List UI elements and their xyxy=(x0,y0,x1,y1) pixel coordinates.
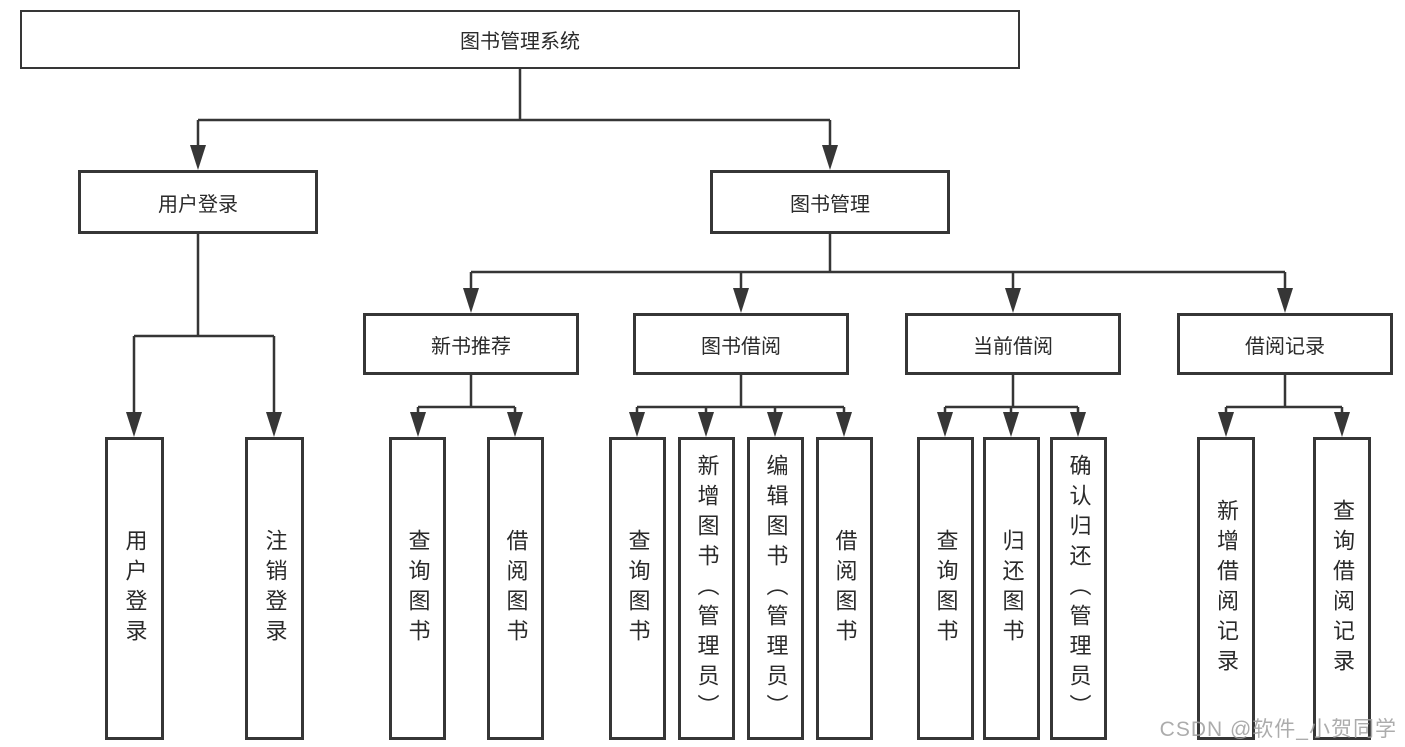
leaf-borrow-books: 借阅图书 xyxy=(816,437,873,740)
leaf-query-books-current: 查询图书 xyxy=(917,437,974,740)
node-borrowing-records: 借阅记录 xyxy=(1177,313,1393,375)
leaf-query-borrow-record: 查询借阅记录 xyxy=(1313,437,1371,740)
leaf-user-login: 用户登录 xyxy=(105,437,164,740)
connector-userlogin-to-leaves xyxy=(132,233,276,414)
leaf-edit-books-admin: 编辑图书（管理员） xyxy=(747,437,804,740)
node-user-login: 用户登录 xyxy=(78,170,318,234)
connector-records-to-leaves xyxy=(1224,374,1344,414)
connector-root-to-level2 xyxy=(196,68,832,147)
connector-borrow-to-leaves xyxy=(635,374,846,414)
node-book-borrowing: 图书借阅 xyxy=(633,313,849,375)
leaf-confirm-return-admin: 确认归还（管理员） xyxy=(1050,437,1107,740)
leaf-add-books-admin: 新增图书（管理员） xyxy=(678,437,735,740)
node-book-management: 图书管理 xyxy=(710,170,950,234)
leaf-return-books: 归还图书 xyxy=(983,437,1040,740)
leaf-borrow-books-recommend: 借阅图书 xyxy=(487,437,544,740)
leaf-query-books-borrow: 查询图书 xyxy=(609,437,666,740)
leaf-logout: 注销登录 xyxy=(245,437,304,740)
connector-newbooks-to-leaves xyxy=(416,374,517,414)
node-new-book-recommendation: 新书推荐 xyxy=(363,313,579,375)
leaf-query-books-recommend: 查询图书 xyxy=(389,437,446,740)
node-current-borrowing: 当前借阅 xyxy=(905,313,1121,375)
connector-current-to-leaves xyxy=(943,374,1080,414)
node-root-library-system: 图书管理系统 xyxy=(20,10,1020,69)
connector-bookmgmt-to-level3 xyxy=(469,233,1287,290)
leaf-add-borrow-record: 新增借阅记录 xyxy=(1197,437,1255,740)
